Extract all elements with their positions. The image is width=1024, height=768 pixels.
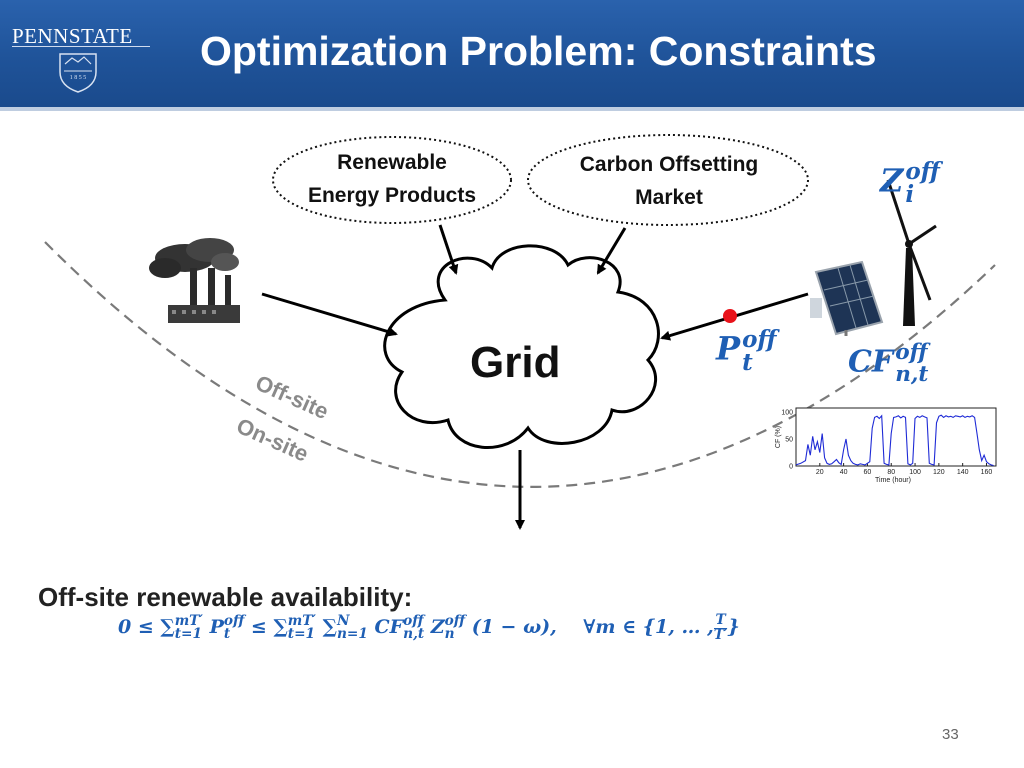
chart-ylabel: CF (%): [775, 426, 782, 448]
y-tick-label: 0: [789, 464, 793, 471]
renewable-line-1: Renewable: [290, 146, 494, 179]
z-sup: off: [905, 160, 939, 183]
cf-sup: off: [895, 342, 928, 364]
x-tick-label: 120: [933, 469, 945, 476]
x-tick-label: 60: [864, 469, 872, 476]
carbon-line-1: Carbon Offsetting: [546, 148, 792, 181]
page-number: 33: [942, 726, 959, 743]
cf-base: CF: [848, 345, 893, 380]
p-base: P: [716, 330, 740, 368]
section-title: Off-site renewable availability:: [38, 582, 412, 613]
x-tick-label: 100: [909, 469, 921, 476]
z-base: Z: [880, 162, 903, 200]
x-tick-label: 140: [957, 469, 969, 476]
p-sub: t: [742, 351, 776, 374]
y-tick-label: 100: [781, 410, 793, 417]
carbon-bubble-label: Carbon Offsetting Market: [546, 148, 792, 214]
solar-panel-icon: [810, 262, 882, 336]
renewable-line-2: Energy Products: [290, 179, 494, 212]
power-flow-marker: [723, 309, 737, 323]
cf-sub: n,t: [895, 364, 928, 386]
chart-xlabel: Time (hour): [875, 477, 911, 484]
z-sub: i: [905, 183, 939, 206]
factory-icon: [149, 238, 240, 323]
arrow-factory-to-grid: [262, 294, 396, 334]
grid-label: Grid: [470, 338, 560, 388]
carbon-line-2: Market: [546, 181, 792, 214]
p-sup: off: [742, 328, 776, 351]
renewable-bubble-label: Renewable Energy Products: [290, 146, 494, 212]
x-tick-label: 20: [816, 469, 824, 476]
x-tick-label: 80: [887, 469, 895, 476]
capacity-factor-chart: 20 40 60 80 100 120 140 160 0 50 100 Time (hour) C…: [775, 408, 996, 484]
y-tick-label: 50: [785, 437, 793, 444]
x-tick-label: 160: [981, 469, 993, 476]
x-tick-label: 40: [840, 469, 848, 476]
